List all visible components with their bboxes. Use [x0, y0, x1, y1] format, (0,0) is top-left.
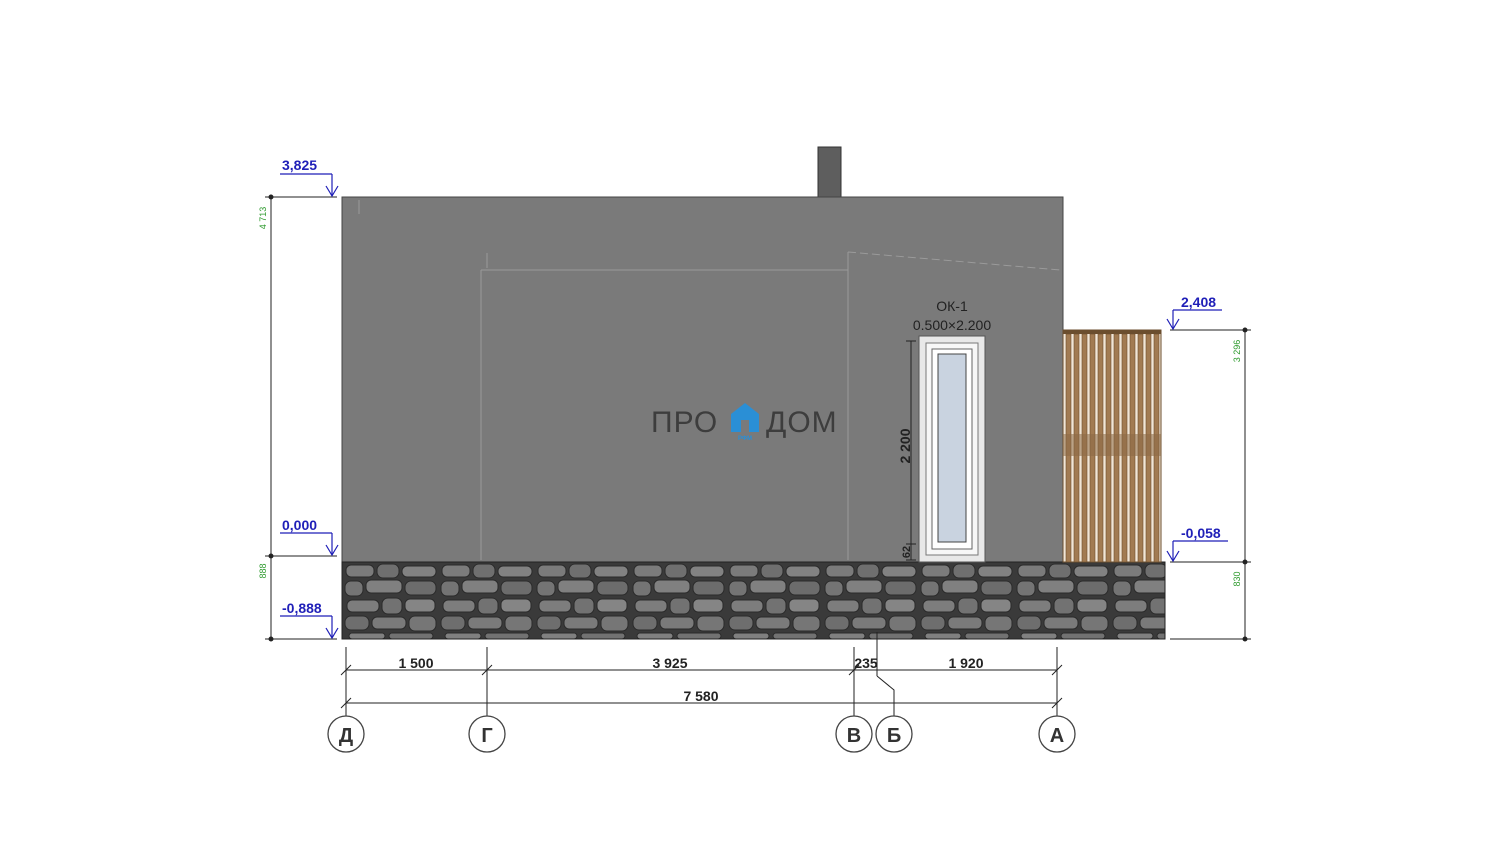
logo-text-left: ПРО [651, 406, 718, 439]
logo-text-small: РФМ [738, 436, 752, 442]
left-level-marks [280, 173, 339, 640]
axis-label-v: В [847, 725, 861, 747]
wood-slat-screen [1062, 329, 1162, 563]
left-vertical-dims [265, 194, 337, 642]
axis-bubble-a [1038, 715, 1076, 753]
window-sill-label: 62 [901, 546, 913, 558]
dim-seg1: 1 500 [398, 655, 433, 671]
axis-label-g: Г [481, 725, 492, 747]
axis-label-a: А [1050, 725, 1064, 747]
level-roof-top: 3,825 [282, 157, 317, 173]
left-upper-dim: 4 713 [258, 207, 268, 230]
house-icon [731, 403, 759, 432]
dim-seg3: 235 [854, 655, 878, 671]
window-mark: ОК-1 [936, 298, 968, 314]
window-height-label: 2 200 [897, 428, 913, 463]
level-ground-left: -0,888 [282, 600, 322, 616]
left-lower-dim: 888 [258, 563, 268, 578]
dim-seg2: 3 925 [652, 655, 687, 671]
wall-guide-lines [358, 200, 1061, 560]
window-ok1 [918, 335, 986, 563]
dim-seg4: 1 920 [948, 655, 983, 671]
window-height-dim [906, 340, 916, 561]
window-size: 0.500×2.200 [913, 317, 991, 333]
level-deck-floor: -0,058 [1181, 525, 1221, 541]
axis-bubble-d [327, 715, 365, 753]
right-lower-dim: 830 [1232, 571, 1242, 586]
dim-total: 7 580 [683, 688, 718, 704]
axis-bubbles [327, 715, 1076, 753]
axis-bubble-g [468, 715, 506, 753]
stone-plinth [341, 561, 1166, 640]
logo-text-right: ДОМ [766, 406, 838, 439]
right-level-marks [1166, 309, 1228, 563]
right-upper-dim: 3 296 [1232, 340, 1242, 363]
axis-bubble-v [835, 715, 873, 753]
prodom-logo: ПРО РФМ ДОМ [651, 403, 838, 442]
chimney [817, 146, 842, 199]
right-vertical-dims [1170, 327, 1251, 642]
axis-bubble-b [875, 715, 913, 753]
bottom-dimension-lines [340, 632, 1063, 716]
axis-label-b: Б [887, 725, 901, 747]
axis-label-d: Д [339, 725, 353, 747]
level-floor: 0,000 [282, 517, 317, 533]
level-deck-top: 2,408 [1181, 294, 1216, 310]
